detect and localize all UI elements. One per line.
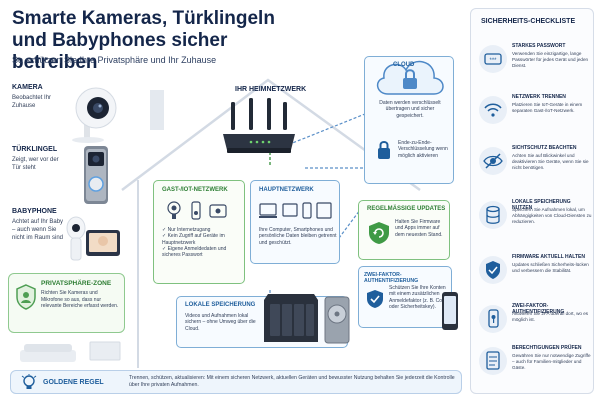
lightbulb-icon [21, 374, 37, 389]
checklist-item: LOKALE SPEICHERUNG NUTZEN Speichern Sie … [479, 197, 591, 245]
computer-devices-icon [259, 202, 332, 219]
privacy-shield-icon [16, 284, 36, 310]
device-title: TÜRKLINGEL [12, 146, 58, 153]
checklist-item-title: NETZWERK TRENNEN [512, 94, 566, 100]
home-network-title: IHR HEIMNETZWERK [235, 86, 307, 93]
checklist-item-title: ZWEI-FAKTOR-AUTHENTIFIZIERUNG [512, 303, 565, 315]
guest-network-title: GAST-/IOT-NETZWERK [162, 187, 228, 193]
main-network-panel: HAUPTNETZWERK Ihre Computer, Smartphones… [250, 180, 340, 264]
main-network-title: HAUPTNETZWERK [259, 187, 314, 193]
checklist-item-desc: Gewähren Sie nur notwendige Zugriffe – a… [512, 353, 591, 370]
phone-key-icon [479, 305, 507, 333]
lock-icon [378, 141, 390, 159]
device-desc: Beobachtet Ihr Zuhause [12, 95, 52, 109]
router-icon [223, 98, 295, 153]
camera-icon [72, 87, 117, 143]
checklist-item-title: FIRMWARE AKTUELL HALTEN [512, 254, 585, 260]
hard-drive-icon [324, 296, 350, 344]
checklist-item: FIRMWARE AKTUELL HALTEN Updates schließe… [479, 252, 591, 300]
cloud-icon [376, 60, 444, 95]
guest-network-item: ✓ Eigene Anmeldedaten und sicheres Passw… [162, 245, 227, 259]
svg-text:***: *** [489, 58, 497, 64]
checklist-item: ZWEI-FAKTOR-AUTHENTIFIZIERUNG Aktivieren… [479, 301, 591, 349]
guest-network-item: ✓ Kein Zugriff auf Geräte im Hauptnetzwe… [162, 233, 225, 246]
checklist-item-desc: Speichern Sie Aufnahmen lokal, um Abhäng… [512, 207, 592, 224]
checklist-item: NETZWERK TRENNEN Platzieren Sie IoT-Gerä… [479, 92, 591, 140]
checklist-item: SICHTSCHUTZ BEACHTEN Achten Sie auf Blic… [479, 143, 591, 191]
eye-slash-icon [479, 147, 507, 175]
privacy-zone-title: PRIVATSPHÄRE-ZONE [41, 280, 112, 287]
checklist-item: BERECHTIGUNGEN PRÜFEN Gewähren Sie nur n… [479, 343, 591, 391]
updates-panel: REGELMÄSSIGE UPDATES Halten Sie Firmware… [358, 200, 450, 260]
cloud-desc-e2e: Ende-zu-Ende-Verschlüsselung wenn möglic… [398, 140, 448, 159]
babyphone-icon [66, 216, 120, 261]
nas-storage-icon [264, 294, 318, 342]
checklist-item-title: STARKES PASSWORT [512, 43, 566, 49]
checklist-icon [479, 347, 507, 375]
device-doorbell: TÜRKLINGEL Zeigt, wer vor der Tür steht [12, 146, 126, 206]
checklist-title: SICHERHEITS-CHECKLISTE [481, 18, 576, 25]
two-factor-desc: Schützen Sie Ihre Konten mit einem zusät… [389, 285, 448, 310]
doorbell-icon [84, 146, 108, 204]
device-desc: Zeigt, wer vor der Tür steht [12, 157, 59, 171]
two-factor-title: ZWEI-FAKTOR-AUTHENTIFIZIERUNG [364, 272, 419, 284]
smartphone-icon [442, 292, 458, 330]
two-factor-panel: ZWEI-FAKTOR-AUTHENTIFIZIERUNG Schützen S… [358, 266, 452, 328]
living-room-illustration [20, 341, 121, 362]
page-subtitle: So schützen Sie Ihre Privatsphäre und Ih… [12, 55, 217, 65]
checklist-item-desc: Achten Sie auf Blickwinkel und deaktivie… [512, 153, 589, 170]
guest-network-panel: GAST-/IOT-NETZWERK ✓ Nur Internetzugang … [153, 180, 245, 284]
device-camera: KAMERA Beobachtet Ihr Zuhause [12, 84, 126, 144]
updates-title: REGELMÄSSIGE UPDATES [367, 206, 446, 212]
device-desc: Achtet auf Ihr Baby – auch wenn Sie nich… [12, 219, 64, 241]
device-title: KAMERA [12, 84, 43, 91]
checklist-item-desc: Updates schließen Sicherheits-lücken und… [512, 262, 589, 273]
checklist-item-desc: Platzieren Sie IoT-Geräte in einem separ… [512, 102, 583, 113]
main-network-desc: Ihre Computer, Smartphones und persönlic… [259, 227, 337, 246]
privacy-zone-desc: Richten Sie Kameras und Mikrofone so aus… [41, 290, 119, 309]
security-checklist: SICHERHEITS-CHECKLISTE *** STARKES PASSW… [470, 8, 594, 394]
local-storage-desc: Videos und Aufnahmen lokal sichern – ohn… [185, 313, 256, 332]
local-storage-panel: LOKALE SPEICHERUNG Videos und Aufnahmen … [176, 296, 348, 348]
device-title: BABYPHONE [12, 208, 57, 215]
checklist-item-title: BERECHTIGUNGEN PRÜFEN [512, 345, 582, 351]
wifi-icon [479, 96, 507, 124]
database-icon [479, 201, 507, 229]
checklist-item-desc: Verwenden Sie einzigartige, lange Passwö… [512, 51, 589, 68]
password-icon: *** [479, 45, 507, 73]
checklist-item-title: LOKALE SPEICHERUNG NUTZEN [512, 199, 571, 211]
cloud-desc-encrypted: Daten werden verschlüsselt übertragen un… [379, 100, 441, 119]
shield-icon [367, 290, 383, 308]
iot-devices-icon [167, 201, 227, 220]
golden-rule-banner: GOLDENE REGEL Trennen, schützen, aktuali… [10, 370, 462, 394]
refresh-shield-icon [369, 222, 389, 244]
page-title: Smarte Kameras, Türklingeln und Babyphon… [12, 8, 275, 73]
device-babyphone: BABYPHONE Achtet auf Ihr Baby – auch wen… [12, 208, 126, 268]
updates-desc: Halten Sie Firmware und Apps immer auf d… [395, 219, 443, 238]
guest-network-item: ✓ Nur Internetzugang [162, 227, 211, 233]
checklist-item-desc: Aktivieren Sie 2FA überall dort, wo es m… [512, 311, 589, 322]
golden-rule-title: GOLDENE REGEL [43, 379, 104, 386]
privacy-zone-card: PRIVATSPHÄRE-ZONE Richten Sie Kameras un… [8, 273, 125, 333]
checklist-item-title: SICHTSCHUTZ BEACHTEN [512, 145, 577, 151]
golden-rule-desc: Trennen, schützen, aktualisieren: Mit ei… [129, 375, 455, 388]
local-storage-title: LOKALE SPEICHERUNG [185, 302, 256, 308]
shield-check-icon [479, 256, 507, 284]
checklist-item: *** STARKES PASSWORT Verwenden Sie einzi… [479, 41, 591, 89]
cloud-label: CLOUD [393, 62, 415, 68]
